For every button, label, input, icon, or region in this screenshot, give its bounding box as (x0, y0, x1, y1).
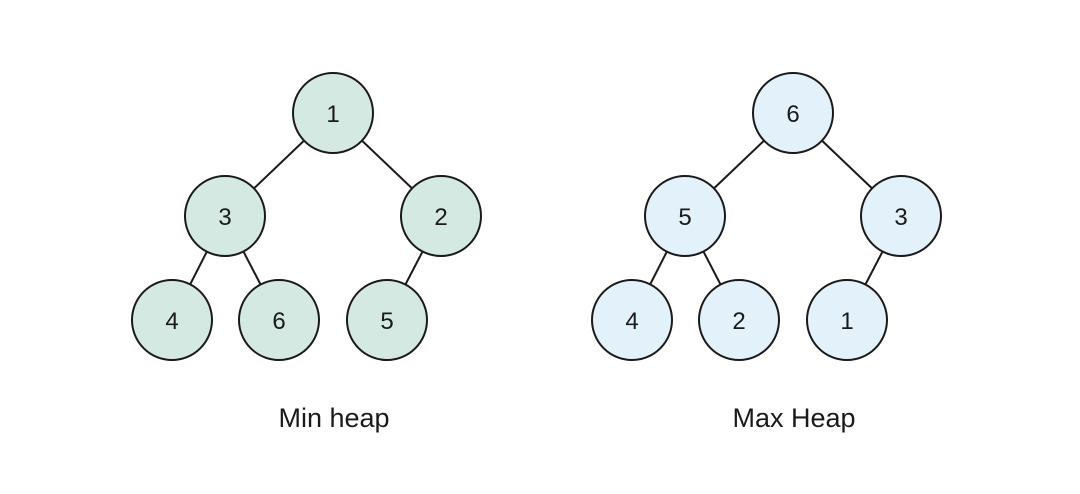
max-heap-node-right-left: 1 (806, 279, 888, 361)
max-heap-node-left-right: 2 (698, 279, 780, 361)
min-heap-node-left-right-label: 6 (272, 308, 285, 335)
min-heap-edge (361, 139, 413, 190)
min-heap-node-root-label: 1 (326, 101, 339, 128)
min-heap-node-root: 1 (292, 72, 374, 154)
max-heap-edge (702, 251, 722, 285)
min-heap-node-left-label: 3 (218, 204, 231, 231)
max-heap-node-root: 6 (752, 72, 834, 154)
min-heap-tree: 1 3 2 4 6 5 Min heap (131, 72, 482, 433)
min-heap-node-right-left-label: 5 (380, 308, 393, 335)
max-heap-tree: 6 5 3 4 2 1 Max Heap (591, 72, 942, 433)
min-heap-caption: Min heap (278, 403, 389, 433)
max-heap-node-left-right-label: 2 (732, 308, 745, 335)
max-heap-node-left-left: 4 (591, 279, 673, 361)
min-heap-edge (404, 251, 424, 285)
min-heap-edge (242, 251, 262, 285)
max-heap-edge (864, 251, 884, 285)
max-heap-node-right-label: 3 (894, 204, 907, 231)
min-heap-node-right-left: 5 (346, 279, 428, 361)
min-heap-edge (253, 139, 305, 190)
max-heap-node-root-label: 6 (786, 101, 799, 128)
min-heap-node-left: 3 (184, 175, 266, 257)
min-heap-node-left-left-label: 4 (165, 308, 178, 335)
min-heap-edge (189, 251, 208, 285)
min-heap-node-left-right: 6 (238, 279, 320, 361)
min-heap-node-right-label: 2 (434, 204, 447, 231)
max-heap-node-left-left-label: 4 (625, 308, 638, 335)
max-heap-node-right: 3 (860, 175, 942, 257)
max-heap-edge (649, 251, 668, 285)
max-heap-edge (821, 139, 873, 190)
max-heap-caption: Max Heap (732, 403, 855, 433)
max-heap-edge (713, 139, 765, 190)
max-heap-node-left: 5 (644, 175, 726, 257)
max-heap-node-left-label: 5 (678, 204, 691, 231)
min-heap-node-right: 2 (400, 175, 482, 257)
min-heap-node-left-left: 4 (131, 279, 213, 361)
max-heap-node-right-left-label: 1 (840, 308, 853, 335)
